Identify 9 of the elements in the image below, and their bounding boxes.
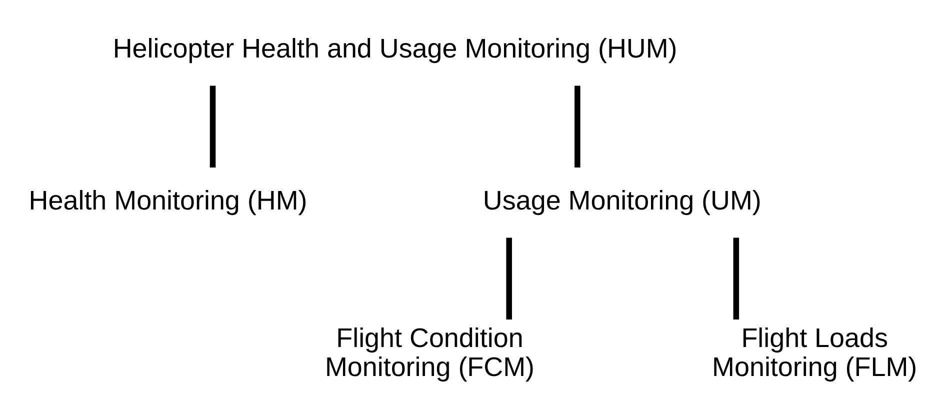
connector: [574, 86, 580, 168]
connector: [209, 86, 216, 168]
node-text: Usage Monitoring (UM): [482, 186, 761, 216]
node-text: Helicopter Health and Usage Monitoring (HUM): [112, 34, 677, 64]
node-text: Flight Condition Monitoring (FCM): [324, 323, 534, 382]
node-text: Health Monitoring (HM): [28, 186, 307, 216]
connector: [732, 238, 739, 320]
connector: [506, 238, 512, 320]
node-text: Flight Loads Monitoring (FLM): [712, 323, 917, 382]
